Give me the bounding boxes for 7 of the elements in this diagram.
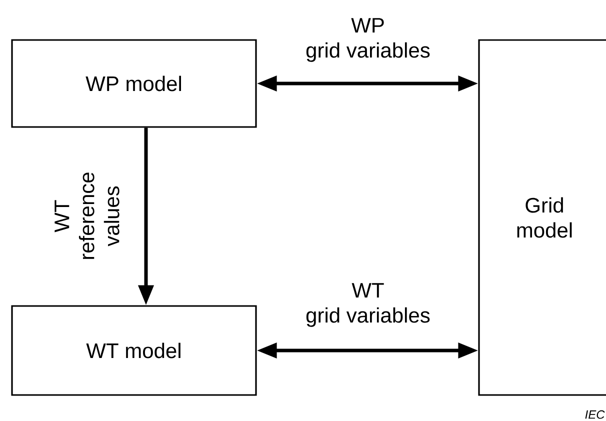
edge-label: WT grid variables xyxy=(306,283,430,327)
model-box: WP model xyxy=(11,39,257,128)
source-label: IEC xyxy=(585,410,605,419)
edge-label: WT reference values xyxy=(54,172,120,259)
model-box: WT model xyxy=(11,305,257,396)
model-box: Grid model xyxy=(478,39,606,396)
edge-label: WP grid variables xyxy=(306,18,430,62)
